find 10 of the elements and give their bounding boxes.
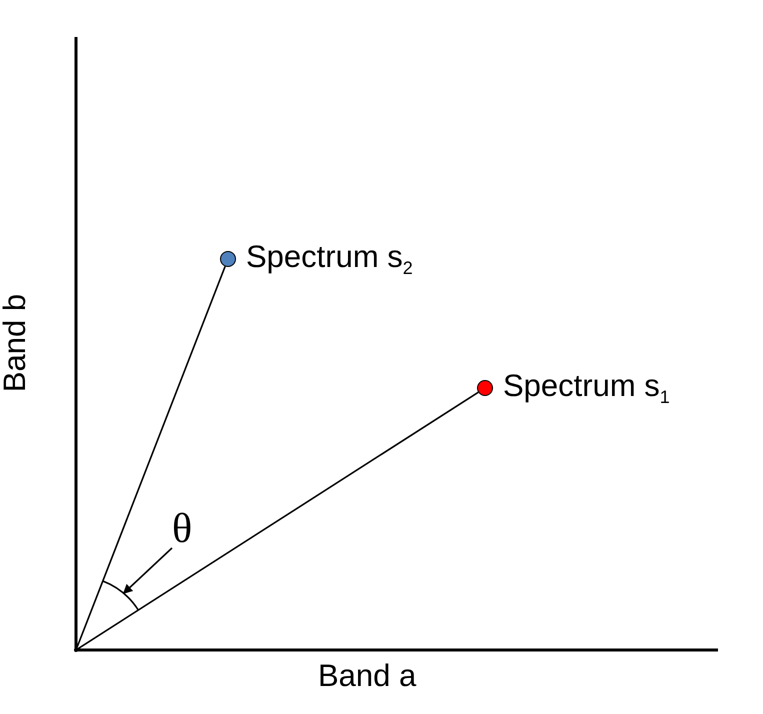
point-label: Spectrum s$_{2}$	[246, 239, 413, 275]
data-point	[220, 251, 236, 267]
angle-arc	[102, 580, 139, 611]
origin-point	[74, 648, 78, 652]
axis-label: Band a	[318, 658, 416, 694]
vector-line	[122, 547, 173, 594]
angle-symbol: θ	[172, 508, 192, 550]
axis-label: Band b	[0, 294, 34, 392]
point-label: Spectrum s$_{1}$	[503, 368, 670, 404]
data-point	[477, 380, 493, 396]
